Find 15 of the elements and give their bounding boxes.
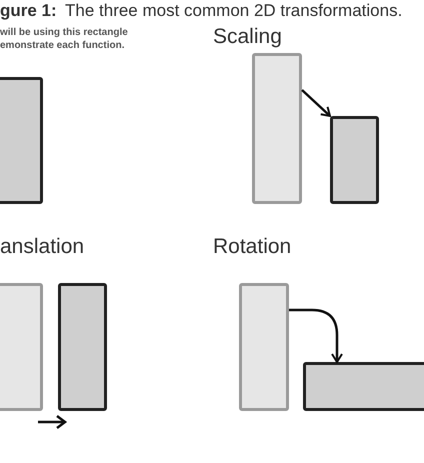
transformed-rectangle — [330, 116, 379, 204]
note-text: will be using this rectangle emonstrate each function. — [0, 27, 129, 52]
arrow — [289, 308, 343, 363]
transformed-rectangle — [58, 283, 107, 411]
figure-number: gure 1: — [0, 0, 57, 22]
section-heading: Rotation — [213, 234, 292, 260]
transformed-rectangle — [0, 77, 43, 204]
figure-title: The three most common 2D transformations. — [65, 0, 402, 22]
section-heading: anslation — [0, 234, 84, 260]
transformed-rectangle — [303, 362, 424, 411]
original-rectangle — [0, 283, 43, 411]
original-rectangle — [239, 283, 289, 411]
original-rectangle — [252, 53, 302, 204]
arrow — [301, 89, 331, 117]
section-heading: Scaling — [213, 24, 282, 50]
